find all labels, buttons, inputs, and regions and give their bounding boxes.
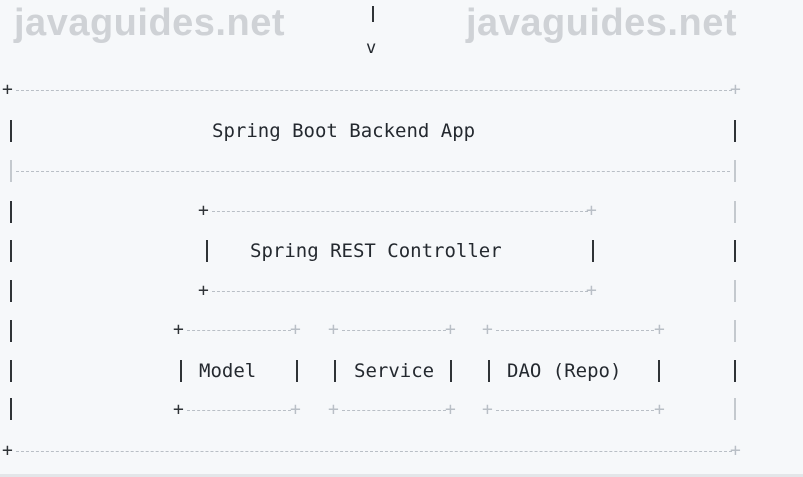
model-box-corner-bl: + bbox=[173, 399, 184, 420]
service-layer-label: Service bbox=[354, 360, 435, 382]
dao-box-bottom-border bbox=[496, 410, 654, 411]
dao-box-corner-bl: + bbox=[482, 399, 493, 420]
app-box-top-border bbox=[16, 90, 732, 91]
app-box-right-wall bbox=[734, 320, 736, 342]
controller-box-corner-bl: + bbox=[198, 280, 209, 301]
app-header-separator-left bbox=[10, 160, 12, 182]
app-box-bottom-border bbox=[16, 451, 732, 452]
model-box-corner-br: + bbox=[290, 399, 301, 420]
watermark-right: javaguides.net bbox=[466, 2, 737, 44]
app-box-left-wall bbox=[10, 360, 12, 382]
arrow-head: v bbox=[366, 38, 377, 58]
app-box-left-wall bbox=[10, 280, 12, 302]
service-box-bottom-border bbox=[342, 410, 446, 411]
service-box-corner-br: + bbox=[445, 399, 456, 420]
dao-box-corner-tl: + bbox=[482, 319, 493, 340]
app-header-separator bbox=[16, 171, 730, 172]
dao-box-top-border bbox=[496, 330, 654, 331]
service-box-right-wall bbox=[450, 360, 452, 382]
app-box-left-wall bbox=[10, 240, 12, 262]
dao-box-corner-tr: + bbox=[654, 319, 665, 340]
app-box-left-wall bbox=[10, 398, 12, 420]
dao-box-left-wall bbox=[488, 360, 490, 382]
controller-box-top-border bbox=[212, 211, 588, 212]
app-box-corner-br: + bbox=[730, 440, 741, 461]
app-box-right-wall bbox=[734, 360, 736, 382]
model-box-right-wall bbox=[296, 360, 298, 382]
dao-box-right-wall bbox=[658, 360, 660, 382]
app-box-right-wall bbox=[734, 240, 736, 262]
model-box-bottom-border bbox=[187, 410, 291, 411]
dao-box-corner-br: + bbox=[654, 399, 665, 420]
app-box-right-wall bbox=[734, 280, 736, 302]
app-box-left-wall bbox=[10, 320, 12, 342]
app-box-left-wall bbox=[10, 201, 12, 223]
app-box-corner-tl: + bbox=[2, 79, 13, 100]
service-box-corner-tl: + bbox=[328, 319, 339, 340]
controller-box-right-wall bbox=[592, 240, 594, 262]
model-box-left-wall bbox=[180, 360, 182, 382]
controller-box-bottom-border bbox=[212, 291, 588, 292]
app-box-right-wall bbox=[734, 201, 736, 223]
arrow-shaft bbox=[372, 6, 374, 22]
app-box-right-wall bbox=[734, 120, 736, 142]
bottom-rule bbox=[0, 474, 803, 477]
dao-layer-label: DAO (Repo) bbox=[507, 360, 622, 382]
service-box-top-border bbox=[342, 330, 446, 331]
app-box-corner-tr: + bbox=[730, 79, 741, 100]
app-box-corner-bl: + bbox=[2, 440, 13, 461]
model-box-top-border bbox=[187, 330, 291, 331]
app-title: Spring Boot Backend App bbox=[212, 120, 476, 142]
service-box-corner-bl: + bbox=[328, 399, 339, 420]
model-box-corner-tl: + bbox=[173, 319, 184, 340]
controller-box-corner-tl: + bbox=[198, 200, 209, 221]
model-box-corner-tr: + bbox=[290, 319, 301, 340]
service-box-left-wall bbox=[334, 360, 336, 382]
controller-box-left-wall bbox=[206, 240, 208, 262]
controller-box-corner-tr: + bbox=[586, 200, 597, 221]
app-header-separator-right bbox=[734, 160, 736, 182]
service-box-corner-tr: + bbox=[445, 319, 456, 340]
app-box-left-wall bbox=[10, 120, 12, 142]
controller-label: Spring REST Controller bbox=[250, 240, 502, 262]
model-layer-label: Model bbox=[199, 360, 257, 382]
watermark-left: javaguides.net bbox=[14, 2, 285, 44]
controller-box-corner-br: + bbox=[586, 280, 597, 301]
app-box-right-wall bbox=[734, 398, 736, 420]
